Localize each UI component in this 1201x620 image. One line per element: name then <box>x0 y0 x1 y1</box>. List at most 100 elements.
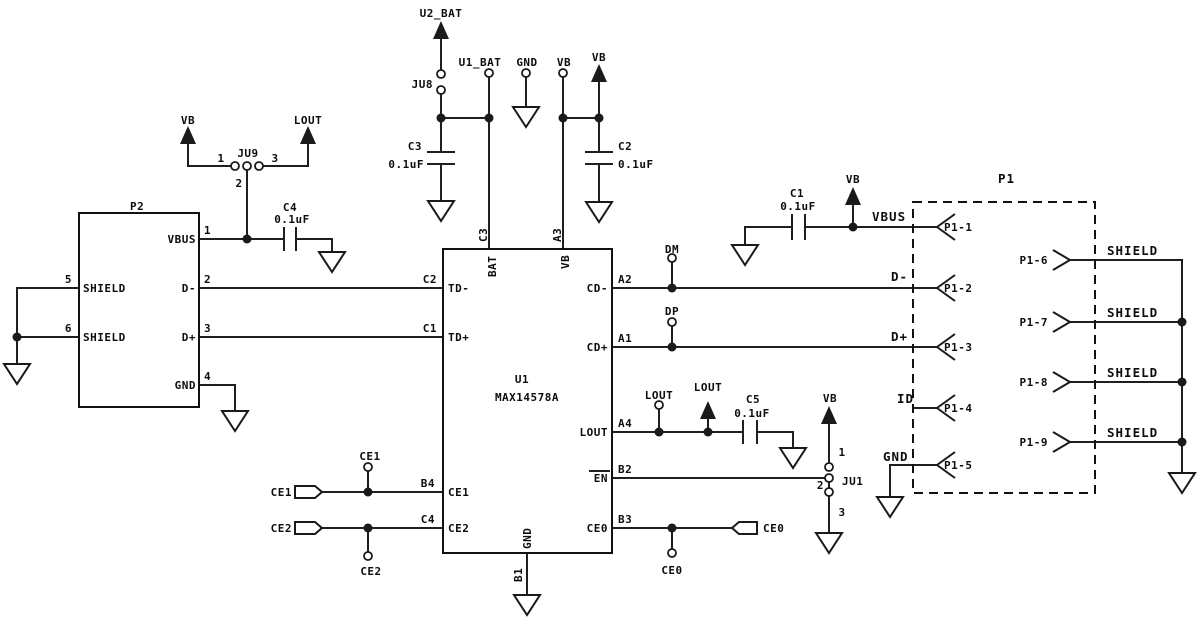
net-label-lout: LOUT <box>694 381 723 394</box>
u1-pin-en: EN <box>594 472 608 485</box>
jumper-ju1-label: JU1 <box>842 475 863 488</box>
p2-pin-dplus: D+ <box>182 331 196 344</box>
net-label-u2bat: U2_BAT <box>420 7 463 20</box>
ground-symbol <box>585 201 613 223</box>
net-tag-ce1 <box>294 485 324 499</box>
jumper-ju8-pad <box>436 69 446 79</box>
net-label-ce1: CE1 <box>271 486 292 499</box>
ic-u1-ref: U1 <box>515 373 529 386</box>
power-flag-vb <box>821 406 837 424</box>
testpoint-lout <box>654 400 664 410</box>
ic-u1-part: MAX14578A <box>495 391 559 404</box>
net-label-dminus: D- <box>891 269 908 284</box>
jumper-ju1-pad1 <box>824 462 834 472</box>
connector-p1-ref: P1 <box>998 171 1015 186</box>
ju1-pin2: 2 <box>817 479 824 492</box>
testpoint-ce1 <box>363 462 373 472</box>
net-label-vb: VB <box>823 392 837 405</box>
connector-p2-ref: P2 <box>130 200 144 213</box>
connector-p1-boundary <box>912 201 1096 494</box>
u1-pin-ce0: CE0 <box>587 522 608 535</box>
p1-pin-6: P1-6 <box>1020 254 1049 267</box>
u1-num-c1: C1 <box>423 322 437 335</box>
c5-ref: C5 <box>746 393 760 406</box>
ju9-pin1: 1 <box>217 152 224 165</box>
net-label-vb: VB <box>846 173 860 186</box>
net-label-u1bat: U1_BAT <box>459 56 502 69</box>
jumper-ju9-label: JU9 <box>237 147 258 160</box>
net-label-dp: DP <box>665 305 679 318</box>
net-label-vb: VB <box>181 114 195 127</box>
ground-symbol <box>779 447 807 469</box>
p2-num-1: 1 <box>204 224 211 237</box>
net-label-gnd-right: GND <box>883 449 909 464</box>
ground-symbol <box>815 532 843 554</box>
net-label-vb: VB <box>557 56 571 69</box>
power-flag-vb <box>591 64 607 82</box>
u1-num-a1: A1 <box>618 332 632 345</box>
u1-num-b4: B4 <box>421 477 435 490</box>
jumper-ju1-pad3 <box>824 487 834 497</box>
ground-symbol <box>512 106 540 128</box>
u1-pin-cdplus: CD+ <box>587 341 608 354</box>
net-label-dplus: D+ <box>891 329 908 344</box>
ju1-pin1: 1 <box>838 446 845 459</box>
u1-pin-lout: LOUT <box>580 426 609 439</box>
net-label-shield: SHIELD <box>1107 365 1158 380</box>
c5-value: 0.1uF <box>734 407 770 420</box>
jumper-ju9-pad2 <box>242 161 252 171</box>
net-label-shield: SHIELD <box>1107 425 1158 440</box>
capacitor-c5 <box>742 420 758 444</box>
ic-u1-body <box>442 248 613 554</box>
u1-pin-ce1: CE1 <box>448 486 469 499</box>
u1-num-c2: C2 <box>423 273 437 286</box>
ju1-pin3: 3 <box>838 506 845 519</box>
c3-ref: C3 <box>408 140 422 153</box>
jumper-ju8-pad <box>436 85 446 95</box>
p1-pin-2: P1-2 <box>944 282 973 295</box>
net-label-ce0: CE0 <box>763 522 784 535</box>
ground-symbol <box>427 200 455 222</box>
u1-pin-gnd: GND <box>521 528 534 549</box>
power-flag-vb <box>845 187 861 205</box>
u1-num-b2: B2 <box>618 463 632 476</box>
capacitor-c4 <box>283 227 297 251</box>
u1-pin-tdplus: TD+ <box>448 331 469 344</box>
c4-ref: C4 <box>283 201 297 214</box>
u1-num-a4: A4 <box>618 417 632 430</box>
testpoint-u1bat <box>484 68 494 78</box>
c3-value: 0.1uF <box>388 158 424 171</box>
net-label-lout-tp: LOUT <box>645 389 674 402</box>
p1-pin-7: P1-7 <box>1020 316 1049 329</box>
net-label-shield: SHIELD <box>1107 243 1158 258</box>
p2-pin-dminus: D- <box>182 282 196 295</box>
power-flag-u2bat <box>433 21 449 39</box>
ground-symbol <box>221 410 249 432</box>
u1-pin-tdminus: TD- <box>448 282 469 295</box>
power-flag-lout <box>700 401 716 419</box>
ground-symbol <box>876 496 904 518</box>
c1-ref: C1 <box>790 187 804 200</box>
net-tag-ce0 <box>730 521 758 535</box>
jumper-ju1-pad2 <box>824 473 834 483</box>
net-label-ce2-tp: CE2 <box>360 565 381 578</box>
u1-num-a2: A2 <box>618 273 632 286</box>
power-flag-vb <box>180 126 196 144</box>
net-label-vbus: VBUS <box>872 209 906 224</box>
u1-num-b1: B1 <box>512 568 525 582</box>
u1-num-c3: C3 <box>477 228 490 242</box>
connector-p2-body <box>78 212 200 408</box>
p2-pin-shield6: SHIELD <box>83 331 126 344</box>
p2-num-6: 6 <box>65 322 72 335</box>
c2-value: 0.1uF <box>618 158 654 171</box>
p2-pin-gnd: GND <box>175 379 196 392</box>
u1-pin-ce2: CE2 <box>448 522 469 535</box>
p2-num-4: 4 <box>204 370 211 383</box>
c1-value: 0.1uF <box>780 200 816 213</box>
connector-p1-pin-arrows <box>935 213 1072 479</box>
p1-pin-9: P1-9 <box>1020 436 1049 449</box>
u1-num-a3: A3 <box>551 228 564 242</box>
ju9-pin2: 2 <box>235 177 242 190</box>
